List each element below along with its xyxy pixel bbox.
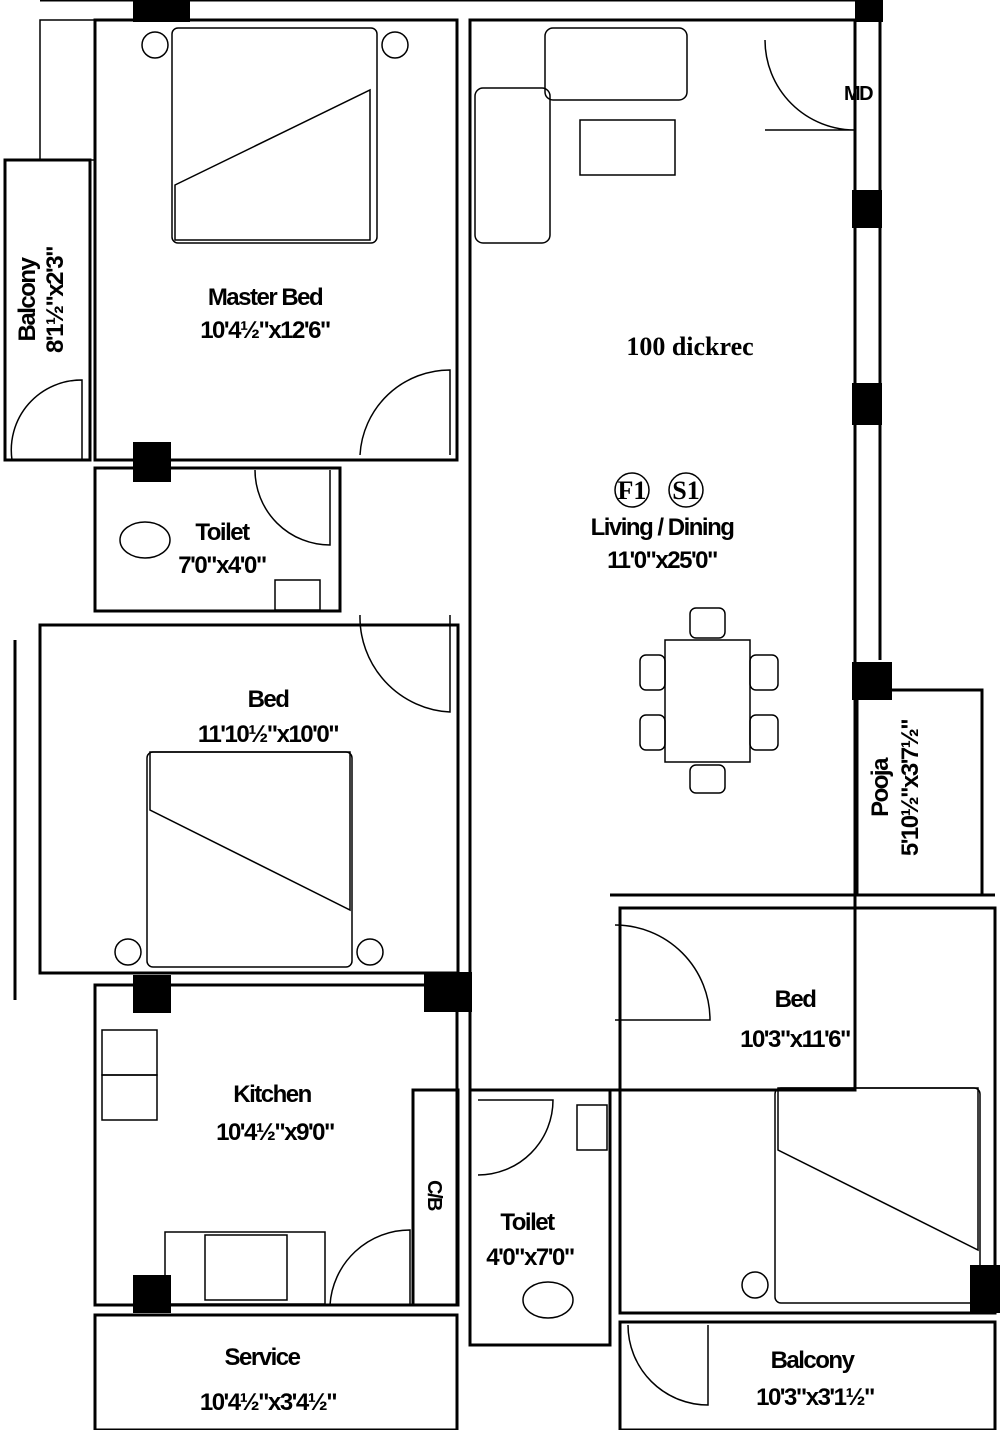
door-master-bed (359, 369, 451, 456)
room-size: 10'4½"x3'4½" (200, 1389, 336, 1416)
door-toilet-2 (477, 1099, 554, 1176)
room-name: Toilet (195, 519, 250, 546)
room-size: 8'1½"x2'3" (42, 247, 69, 353)
main-door (764, 39, 856, 131)
room-size: 4'0"x7'0" (486, 1244, 574, 1271)
main-door-label: MD (844, 83, 873, 105)
dining-table (639, 607, 779, 794)
toilet-2-walls (468, 1088, 612, 1347)
room-name: Kitchen (233, 1081, 311, 1108)
room-size: 5'10½"x3'7½" (897, 720, 924, 856)
room-size: 10'3"x11'6" (740, 1026, 850, 1053)
door-bed-3 (614, 924, 711, 1021)
door-toilet-1 (254, 469, 331, 546)
master-bed-walls (93, 18, 459, 462)
room-size: 10'4½"x12'6" (200, 317, 330, 344)
service-walls (93, 1313, 459, 1430)
room-size: 11'10½"x10'0" (198, 721, 338, 748)
room-size: 10'3"x3'1½" (756, 1384, 874, 1411)
room-size: 10'4½"x9'0" (216, 1119, 334, 1146)
door-bed-2 (359, 614, 451, 713)
room-size: 11'0"x25'0" (607, 547, 717, 574)
sofa (474, 27, 688, 244)
plan-title: 100 dickrec (626, 332, 753, 361)
kitchen-fixtures (101, 1029, 326, 1305)
tag-f1: F1 (618, 476, 647, 505)
wardrobe (39, 19, 96, 161)
room-name: Service (225, 1344, 301, 1371)
living-walls (468, 18, 857, 1092)
pillars (133, 0, 1000, 1313)
door-balcony-1 (10, 379, 83, 461)
bed-3-walls (618, 906, 997, 1315)
doors (10, 39, 856, 1406)
walls (3, 0, 997, 1430)
bed-2-furniture (114, 751, 384, 968)
furniture (39, 19, 981, 1319)
room-name: Bed (248, 686, 290, 713)
master-bed-furniture (141, 27, 409, 244)
room-name: C/B (423, 1180, 445, 1211)
room-name: Pooja (867, 757, 894, 817)
toilet-1-walls (93, 466, 342, 613)
bed-3-furniture (741, 1087, 981, 1304)
tag-s1: S1 (672, 476, 699, 505)
room-name: Bed (775, 986, 817, 1013)
room-size: 7'0"x4'0" (178, 552, 266, 579)
bed-2-walls (38, 623, 460, 975)
room-name: Living / Dining (591, 514, 735, 541)
room-name: Master Bed (208, 284, 323, 311)
door-balcony-2 (627, 1324, 709, 1406)
cb-walls (411, 1088, 460, 1307)
toilet-fixtures (119, 521, 608, 1319)
room-name: Balcony (771, 1347, 856, 1374)
door-service (329, 1229, 411, 1306)
balcony-2-walls (618, 1320, 997, 1430)
room-name: Balcony (14, 256, 41, 341)
room-name: Toilet (500, 1209, 555, 1236)
